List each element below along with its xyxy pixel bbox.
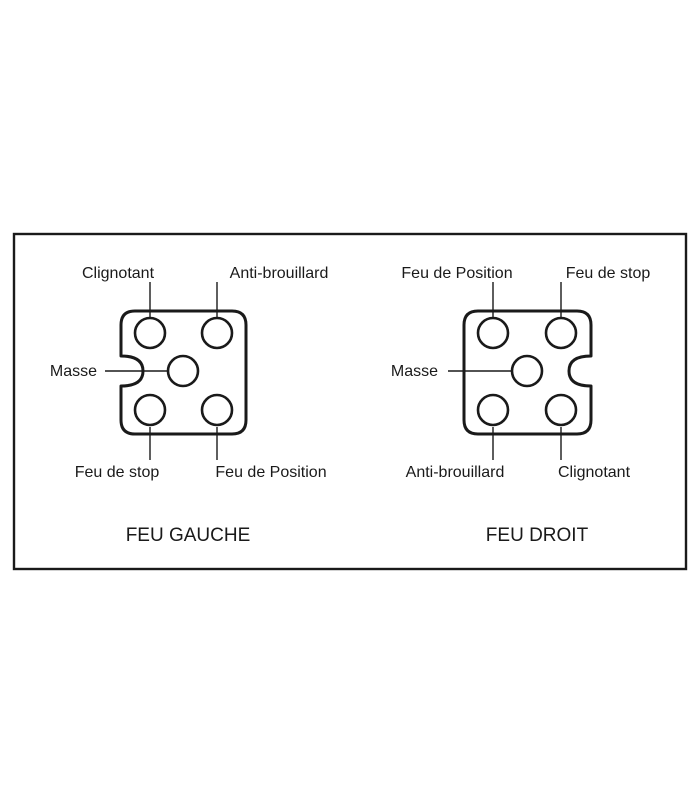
right-label-center: Masse <box>391 363 438 380</box>
right-label-top-left: Feu de Position <box>401 265 512 282</box>
right-pin-masse <box>510 354 544 388</box>
diagram-frame <box>12 232 688 571</box>
left-pin-feu-de-position <box>200 393 234 427</box>
left-title: FEU GAUCHE <box>126 525 251 546</box>
right-pin-feu-de-stop <box>544 316 578 350</box>
right-label-top-right: Feu de stop <box>566 265 651 282</box>
left-connector-group: Clignotant Anti-brouillard Masse Feu de … <box>50 265 328 546</box>
right-label-bottom-right: Clignotant <box>558 464 631 481</box>
left-pin-feu-de-stop <box>133 393 167 427</box>
right-pin-feu-de-position <box>476 316 510 350</box>
right-pin-clignotant <box>544 393 578 427</box>
left-pin-anti-brouillard <box>200 316 234 350</box>
left-connector-housing <box>119 309 248 436</box>
left-label-bottom-right: Feu de Position <box>215 464 326 481</box>
left-pin-masse <box>166 354 200 388</box>
left-label-center: Masse <box>50 363 97 380</box>
right-label-bottom-left: Anti-brouillard <box>406 464 505 481</box>
right-connector-group: Feu de Position Feu de stop Masse Anti-b… <box>391 265 650 546</box>
left-label-top-right: Anti-brouillard <box>230 265 329 282</box>
left-label-bottom-left: Feu de stop <box>75 464 160 481</box>
right-title: FEU DROIT <box>486 525 589 546</box>
right-pin-anti-brouillard <box>476 393 510 427</box>
left-label-top-left: Clignotant <box>82 265 155 282</box>
right-connector-housing <box>462 309 593 436</box>
left-pin-clignotant <box>133 316 167 350</box>
